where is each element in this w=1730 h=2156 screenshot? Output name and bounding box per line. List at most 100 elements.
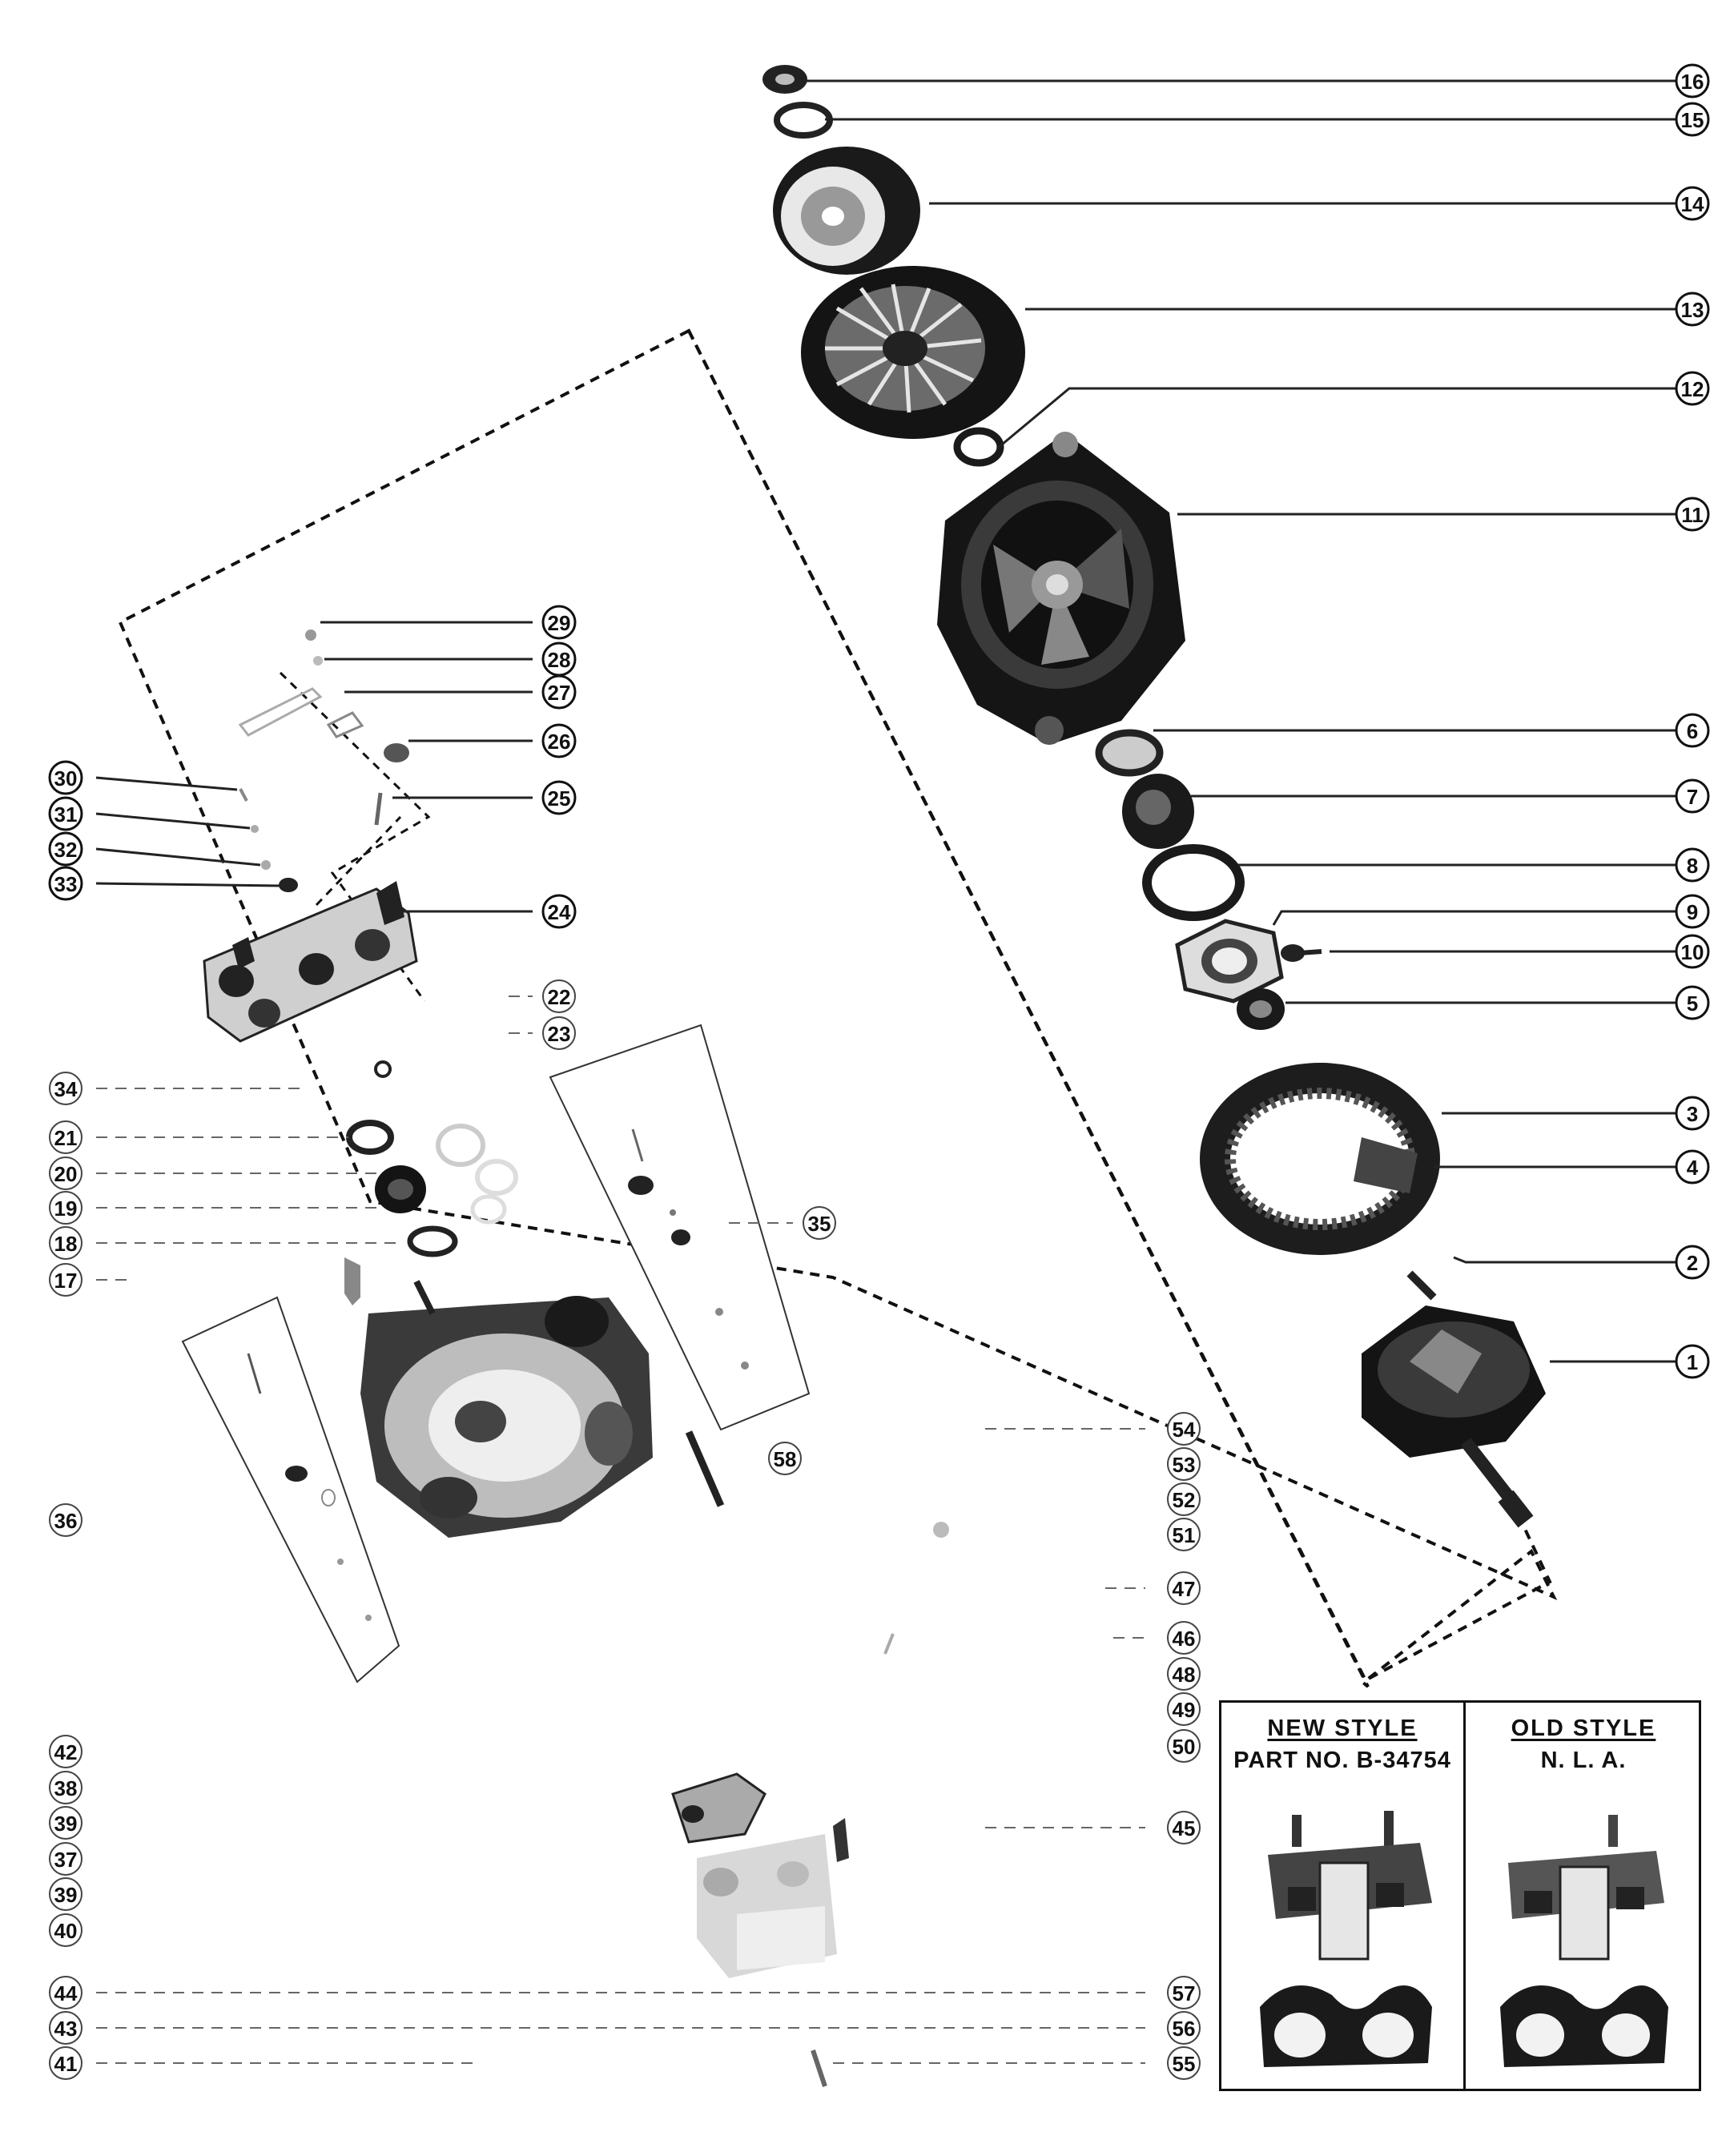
part-15-lock-washer [774,102,833,139]
callout-circle [1675,778,1710,814]
part-12-spacer [953,427,1004,467]
callout-circle [1167,1657,1201,1691]
callout-label: 41 [54,2052,78,2076]
callout-17: 17 [49,1263,82,1297]
callout-52: 52 [1167,1482,1201,1516]
callout-circle [1675,1149,1710,1185]
callout-circle [1167,1412,1201,1446]
callout-circle [49,2046,82,2080]
callout-19: 19 [49,1191,82,1225]
callout-circle [1675,63,1710,99]
part-58-pin [685,1430,725,1507]
callout-circle [49,1877,82,1911]
callout-circle [541,605,577,640]
callout-circle [49,1263,82,1297]
callout-1: 1 [1675,1344,1710,1379]
part-16-nut [762,65,807,94]
callout-circle [48,831,83,867]
callout-label: 25 [548,786,571,811]
callout-label: 29 [548,611,571,635]
callout-3: 3 [1675,1096,1710,1131]
part-35-diode-set-card [549,1024,811,1431]
part-36-slip-ring-end-housing [360,1280,653,1538]
callout-label: 43 [54,2017,78,2041]
callout-29: 29 [541,605,577,640]
callout-label: 40 [54,1919,78,1943]
callout-37: 37 [49,1842,82,1876]
part-36-diode-set-card [181,1296,400,1683]
faint-leader-lines [96,996,1145,2064]
part-3-stator [1200,1063,1440,1255]
callout-32: 32 [48,831,83,867]
callout-label: 5 [1687,992,1698,1016]
callout-label: 4 [1687,1156,1699,1180]
part-25-bolt [374,792,383,826]
callout-label: 21 [54,1126,78,1150]
callout-label: 14 [1681,192,1704,216]
parts-37-45-terminal-block [671,1772,849,1978]
callout-label: 45 [1173,1816,1196,1840]
callout-label: 57 [1173,1981,1196,2005]
callout-label: 52 [1173,1488,1196,1512]
parts-30-33-screws [239,788,298,892]
callout-4: 4 [1675,1149,1710,1185]
callout-label: 24 [548,900,571,924]
callout-circle [49,1072,82,1105]
callout-label: 53 [1173,1453,1196,1477]
callout-41: 41 [49,2046,82,2080]
callout-46: 46 [1167,1621,1201,1655]
callout-circle [1167,1571,1201,1605]
callout-label: 16 [1681,70,1704,94]
callout-13: 13 [1675,292,1710,327]
part-6-felt-washer [1095,729,1164,777]
callout-18: 18 [49,1226,82,1260]
callout-circle [49,1842,82,1876]
callout-label: 12 [1681,377,1704,401]
callout-label: 6 [1687,719,1698,743]
callout-label: 20 [54,1162,78,1186]
callout-label: 48 [1173,1663,1196,1687]
callout-circle [1675,292,1710,327]
new-style-heading: NEW STYLE [1267,1716,1418,1741]
old-style-picture [1500,1815,1668,2067]
part-7-bearing [1122,774,1194,849]
callout-label: 17 [54,1269,78,1293]
callout-35: 35 [803,1206,836,1240]
callout-circle [49,1120,82,1154]
callout-16: 16 [1675,63,1710,99]
callout-39: 39 [49,1877,82,1911]
assembly-dashed-outline-right [687,330,1552,1683]
callout-circle [1675,713,1710,748]
callout-label: 2 [1687,1251,1698,1275]
callout-label: 58 [774,1447,797,1471]
callout-circle [49,1156,82,1190]
part-14-pulley [773,147,920,275]
callout-circle [49,1226,82,1260]
callout-label: 3 [1687,1102,1698,1126]
callout-label: 56 [1173,2017,1196,2041]
callout-circle [49,1806,82,1840]
callout-10: 10 [1675,934,1710,969]
callout-label: 27 [548,681,571,705]
callout-label: 44 [54,1981,78,2005]
callout-circle [1675,186,1710,221]
old-style-heading: OLD STYLE [1511,1716,1656,1741]
callout-20: 20 [49,1156,82,1190]
callout-label: 10 [1681,940,1704,964]
callout-55: 55 [1167,2046,1201,2080]
callout-57: 57 [1167,1976,1201,2009]
callout-50: 50 [1167,1729,1201,1763]
callout-label: 9 [1687,900,1698,924]
callout-label: 31 [54,802,78,827]
callout-circle [1167,1518,1201,1551]
callout-48: 48 [1167,1657,1201,1691]
callout-circle [49,2011,82,2045]
callout-circle [1167,2046,1201,2080]
part-10-screw [1281,944,1322,962]
callout-28: 28 [541,642,577,677]
callout-label: 8 [1687,854,1698,878]
part-55-screw [811,2049,827,2087]
callout-circle [1167,1729,1201,1763]
callout-8: 8 [1675,847,1710,883]
old-style-panel: OLD STYLE N. L. A. [1466,1703,1701,2089]
